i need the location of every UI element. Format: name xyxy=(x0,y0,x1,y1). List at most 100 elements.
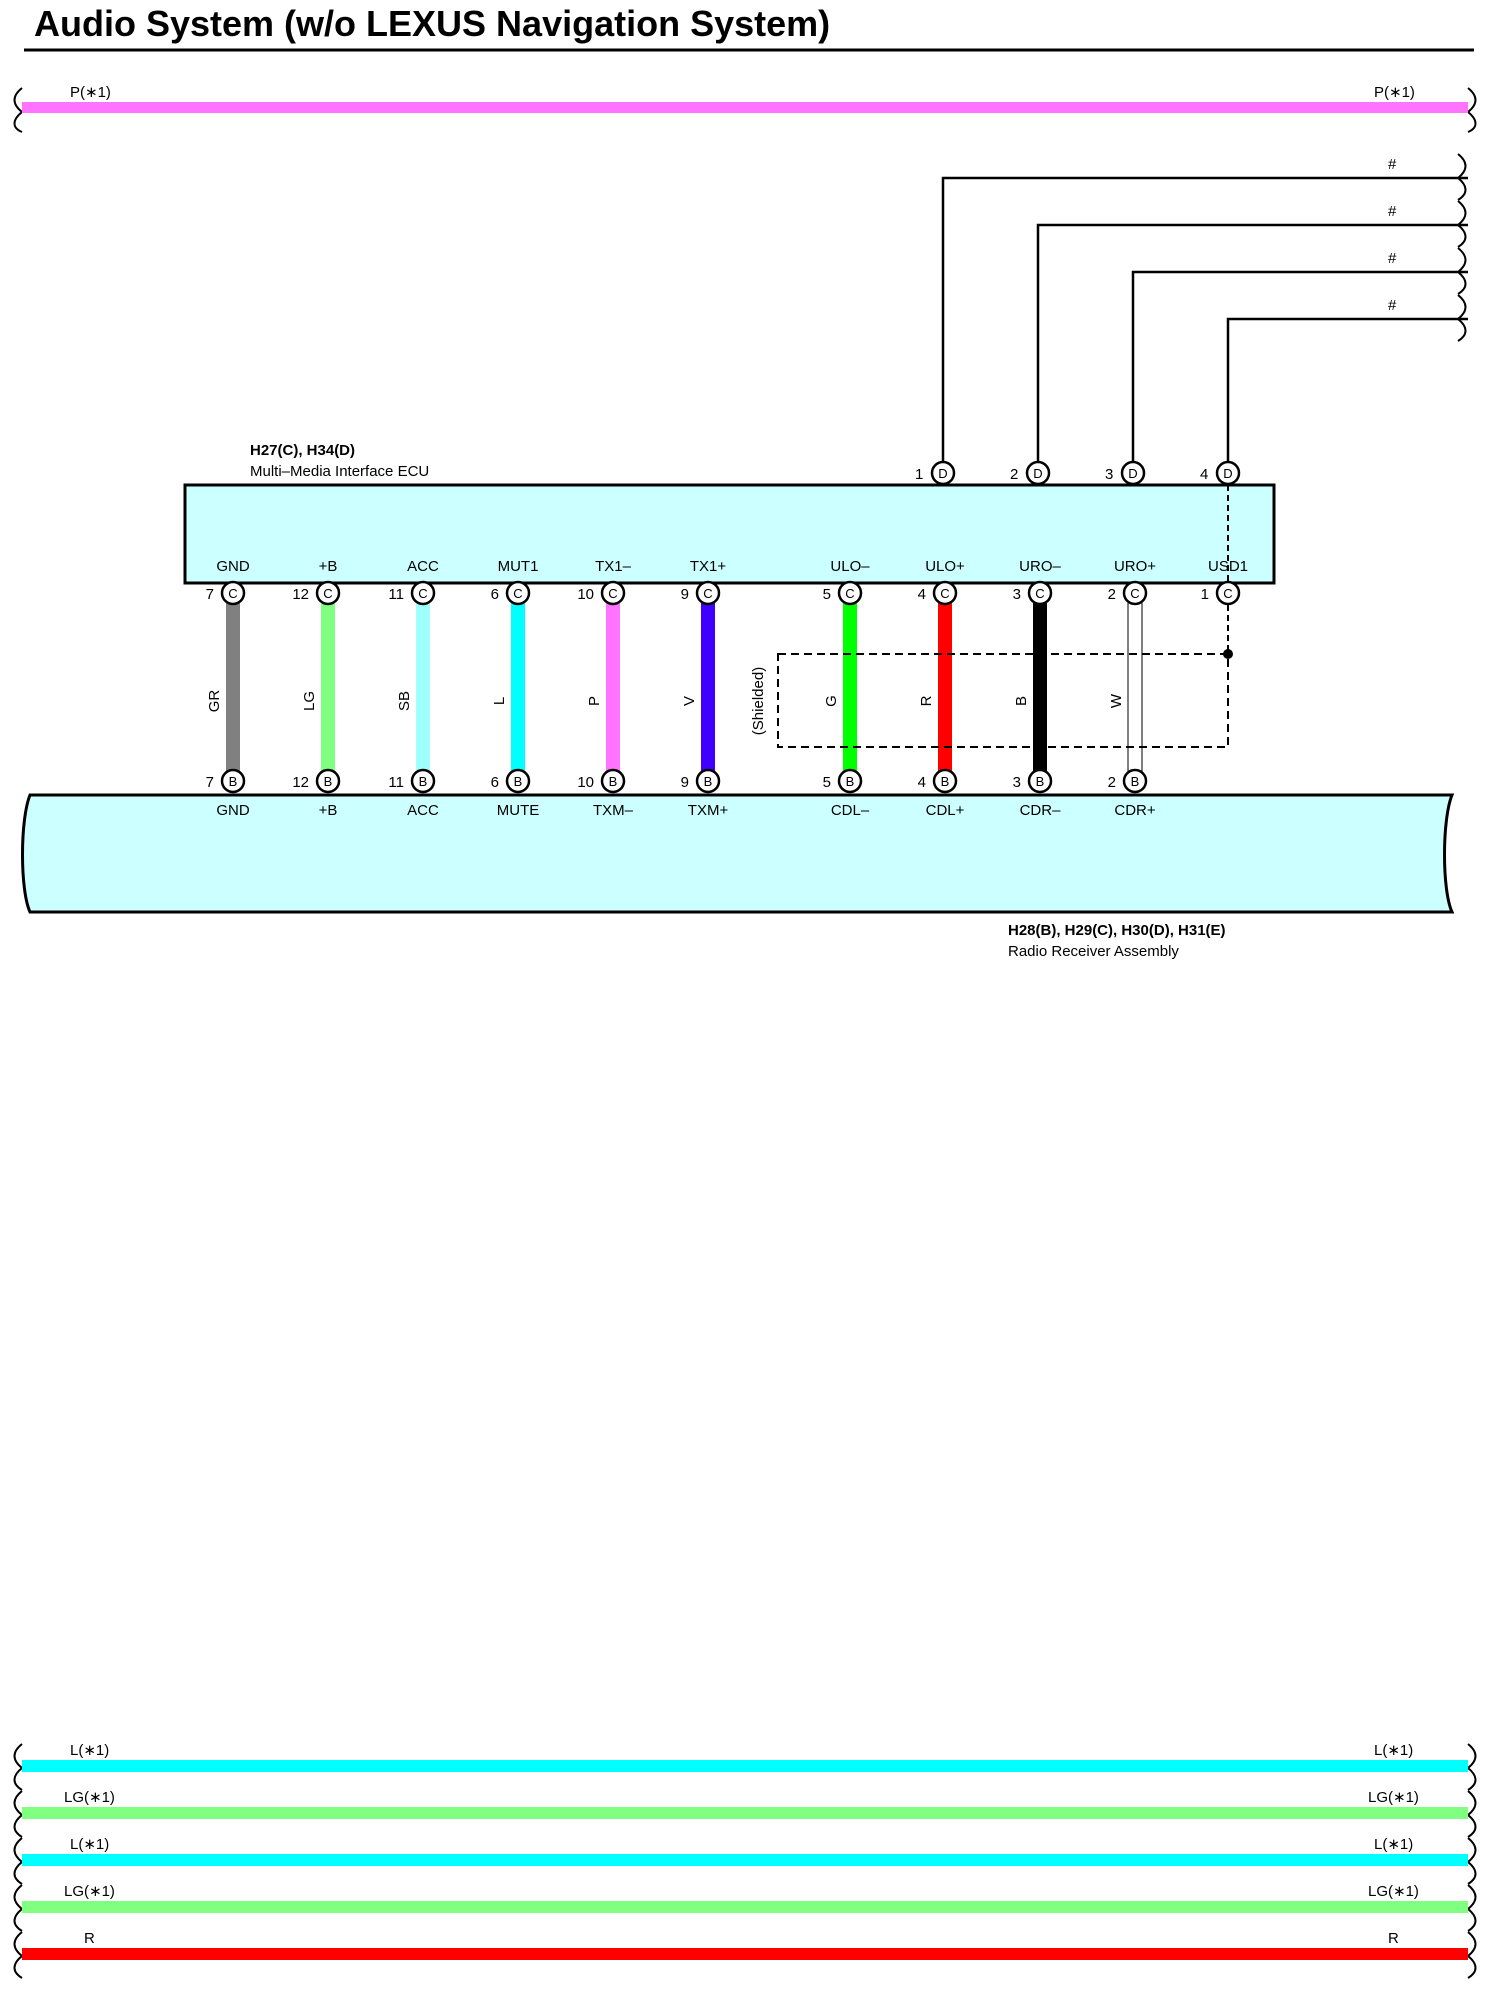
pin-label: ULO– xyxy=(830,558,870,575)
bus-wire xyxy=(22,1760,1468,1772)
ecu-pin-acc: ACC 11 C xyxy=(388,558,439,606)
pin-connector-letter: C xyxy=(608,586,617,601)
wire-gr xyxy=(226,593,240,777)
radio-connector-id: H28(B), H29(C), H30(D), H31(E) xyxy=(1008,922,1226,939)
wire-r xyxy=(938,593,952,777)
bottom-bus-1: L(∗1) L(∗1) xyxy=(13,1742,1477,1791)
pin-label: ACC xyxy=(407,802,439,819)
ecu-pin-tx1-minus: TX1– 10 C xyxy=(577,558,632,606)
bus-left-label: L(∗1) xyxy=(70,1836,109,1853)
pin-label: TXM– xyxy=(593,802,634,819)
break-mark-right xyxy=(1466,1931,1477,1979)
hash-label-2: # xyxy=(1388,203,1397,220)
break-mark-left xyxy=(13,87,24,133)
break-mark-hash-4 xyxy=(1456,294,1467,342)
break-mark-left xyxy=(13,1931,24,1979)
shield-box xyxy=(777,653,1229,748)
connector-pin-icon xyxy=(695,768,721,794)
radio-pin-gnd: 7 B GND xyxy=(206,768,250,819)
connector-pin-icon xyxy=(1027,768,1053,794)
bus-left-label: LG(∗1) xyxy=(64,1883,115,1900)
pin-connector-letter: B xyxy=(609,774,618,789)
wire-code-lg: LG xyxy=(301,691,318,711)
pin-number: 7 xyxy=(206,774,214,791)
bus-left-label: R xyxy=(84,1930,95,1947)
pin-number: 2 xyxy=(1108,586,1116,603)
pin-number: 7 xyxy=(206,586,214,603)
radio-name: Radio Receiver Assembly xyxy=(1008,943,1179,960)
connector-pin-icon xyxy=(932,580,958,606)
pin-number: 1 xyxy=(1201,586,1209,603)
bus-wire xyxy=(22,1854,1468,1866)
wire-code-l: L xyxy=(491,697,508,705)
wire-g xyxy=(843,593,857,777)
connector-pin-icon xyxy=(600,580,626,606)
top-bus-left-label: P(∗1) xyxy=(70,84,111,101)
connector-pin-icon xyxy=(505,768,531,794)
pin-connector-letter: B xyxy=(846,774,855,789)
ecu-pin-plus-b: +B 12 C xyxy=(292,558,341,606)
wire-code-p: P xyxy=(586,696,603,706)
hash-wire-3 xyxy=(1131,270,1468,461)
wire-w xyxy=(1127,592,1143,778)
pin-label: ULO+ xyxy=(925,558,965,575)
connector-pin-icon xyxy=(1122,768,1148,794)
hash-wire-1 xyxy=(941,176,1468,461)
pin-connector-letter: C xyxy=(1035,586,1044,601)
hash-label-4: # xyxy=(1388,297,1397,314)
pin-label: CDR– xyxy=(1020,802,1061,819)
pin-number: 6 xyxy=(491,586,499,603)
ecu-connector-id: H27(C), H34(D) xyxy=(250,442,355,459)
break-mark-hash-1 xyxy=(1456,153,1467,201)
pin-label: URO+ xyxy=(1114,558,1156,575)
bus-wire xyxy=(22,1948,1468,1960)
connector-pin-icon xyxy=(505,580,531,606)
bus-right-label: L(∗1) xyxy=(1374,1742,1413,1759)
ecu-pin-mut1: MUT1 6 C xyxy=(491,558,538,606)
hash-wire-4 xyxy=(1226,317,1468,461)
ecu-pin-tx1-plus: TX1+ 9 C xyxy=(681,558,726,606)
pin-connector-letter: C xyxy=(418,586,427,601)
ecu-top-pin-3: 3 D xyxy=(1105,460,1146,486)
pin-number: 10 xyxy=(577,586,594,603)
pin-connector-letter: B xyxy=(1131,774,1140,789)
pin-connector-letter: D xyxy=(1223,466,1232,481)
pin-connector-letter: C xyxy=(845,586,854,601)
pin-connector-letter: C xyxy=(1130,586,1139,601)
pin-number: 12 xyxy=(292,586,309,603)
break-mark-right xyxy=(1466,1790,1477,1838)
pin-connector-letter: C xyxy=(513,586,522,601)
pin-number: 5 xyxy=(823,586,831,603)
pin-label: GND xyxy=(216,558,250,575)
pin-connector-letter: B xyxy=(229,774,238,789)
bus-wire xyxy=(22,1901,1468,1913)
ecu-top-pin-4: 4 D xyxy=(1200,460,1241,486)
pin-label: TXM+ xyxy=(688,802,729,819)
bottom-bus-4: LG(∗1) LG(∗1) xyxy=(13,1883,1477,1932)
bus-left-label: L(∗1) xyxy=(70,1742,109,1759)
radio-pin-mute: 6 B MUTE xyxy=(491,768,539,819)
bus-right-label: LG(∗1) xyxy=(1368,1883,1419,1900)
pin-number: 5 xyxy=(823,774,831,791)
ecu-top-wires: # # # # xyxy=(941,153,1468,461)
wire-sb xyxy=(416,593,430,777)
break-mark-right xyxy=(1466,1743,1477,1791)
hash-wire-2 xyxy=(1036,223,1468,461)
pin-number: 4 xyxy=(1200,466,1208,483)
ecu-top-pin-1: 1 D xyxy=(915,460,956,486)
bottom-bus-3: L(∗1) L(∗1) xyxy=(13,1836,1477,1885)
ecu-pin-usd1: USD1 1 C xyxy=(1201,558,1248,606)
pin-connector-letter: B xyxy=(324,774,333,789)
pin-label: CDL– xyxy=(831,802,870,819)
hash-label-1: # xyxy=(1388,156,1397,173)
pin-number: 4 xyxy=(918,774,926,791)
break-mark-hash-2 xyxy=(1456,200,1467,248)
radio-pin-txm-minus: 10 B TXM– xyxy=(577,768,634,819)
bottom-bus-5: R R xyxy=(13,1930,1477,1979)
hash-label-3: # xyxy=(1388,250,1397,267)
pin-number: 3 xyxy=(1013,774,1021,791)
connector-pin-icon xyxy=(1215,580,1241,606)
pin-number: 3 xyxy=(1105,466,1113,483)
pin-connector-letter: B xyxy=(941,774,950,789)
